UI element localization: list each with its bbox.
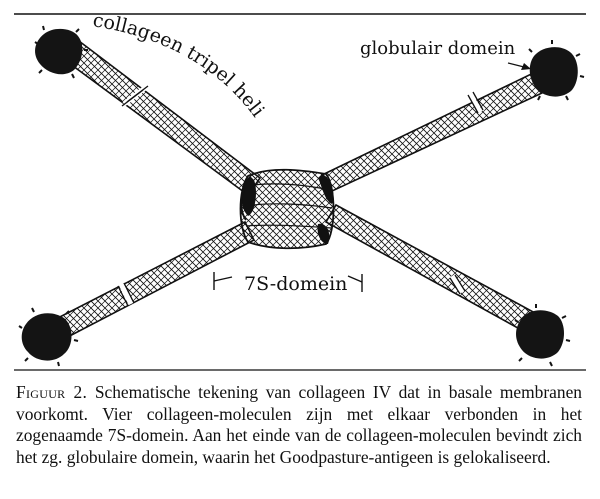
arm-upper-right (320, 64, 559, 194)
label-7s-domain: 7S-domein (244, 273, 347, 295)
arm-lower-left (48, 220, 256, 343)
globular-domain-upper-left (34, 25, 88, 79)
7s-domain-core (239, 168, 335, 250)
globular-domain-upper-right (528, 40, 585, 101)
figure-caption: Figuur 2. Schematische tekening van coll… (16, 382, 582, 468)
caption-text: Schematische tekening van collageen IV d… (16, 382, 582, 467)
arm-lower-right (324, 203, 550, 340)
collagen-iv-diagram: collageen tripel helix globulair domein … (0, 0, 586, 371)
globular-domain-lower-left (18, 307, 79, 367)
globular-domain-lower-right (514, 304, 571, 367)
arm-upper-left (48, 34, 262, 197)
7s-bracket (213, 272, 363, 292)
label-globular-domain: globulair domein (360, 38, 516, 59)
arrow-to-globular-domain (507, 62, 531, 70)
caption-lead: Figuur 2. (16, 382, 88, 402)
